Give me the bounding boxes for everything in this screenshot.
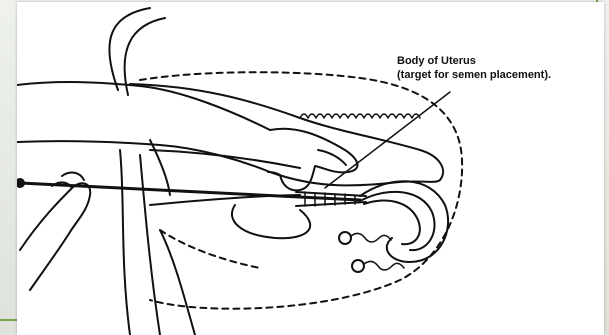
- sleeve-fold: [150, 140, 170, 195]
- oviduct-right: [364, 261, 404, 270]
- oviduct-left: [351, 233, 391, 242]
- leg-outline-mid: [140, 155, 160, 335]
- label-title: Body of Uterus: [397, 54, 551, 68]
- finger-lines: [318, 150, 346, 165]
- leg-outline-left: [120, 150, 130, 335]
- rod-end: [17, 179, 24, 187]
- illustration-panel: Body of Uterus (target for semen placeme…: [17, 2, 604, 335]
- artificial-insemination-illustration: [17, 2, 604, 335]
- label-pointer: [325, 92, 450, 188]
- tail-outline: [109, 8, 150, 90]
- ovary-right: [352, 260, 364, 272]
- label-subtitle: (target for semen placement).: [397, 68, 551, 82]
- operator-hand: [20, 183, 90, 290]
- rectal-folds: [300, 114, 420, 118]
- rectum-lower: [270, 172, 440, 185]
- inner-cavity-outline: [160, 230, 260, 268]
- bladder: [232, 205, 310, 238]
- vagina-upper: [150, 150, 300, 168]
- uterus-label: Body of Uterus (target for semen placeme…: [397, 54, 551, 82]
- arm-upper-edge: [17, 82, 270, 130]
- ovary-left: [339, 232, 351, 244]
- hand-outline: [268, 129, 357, 191]
